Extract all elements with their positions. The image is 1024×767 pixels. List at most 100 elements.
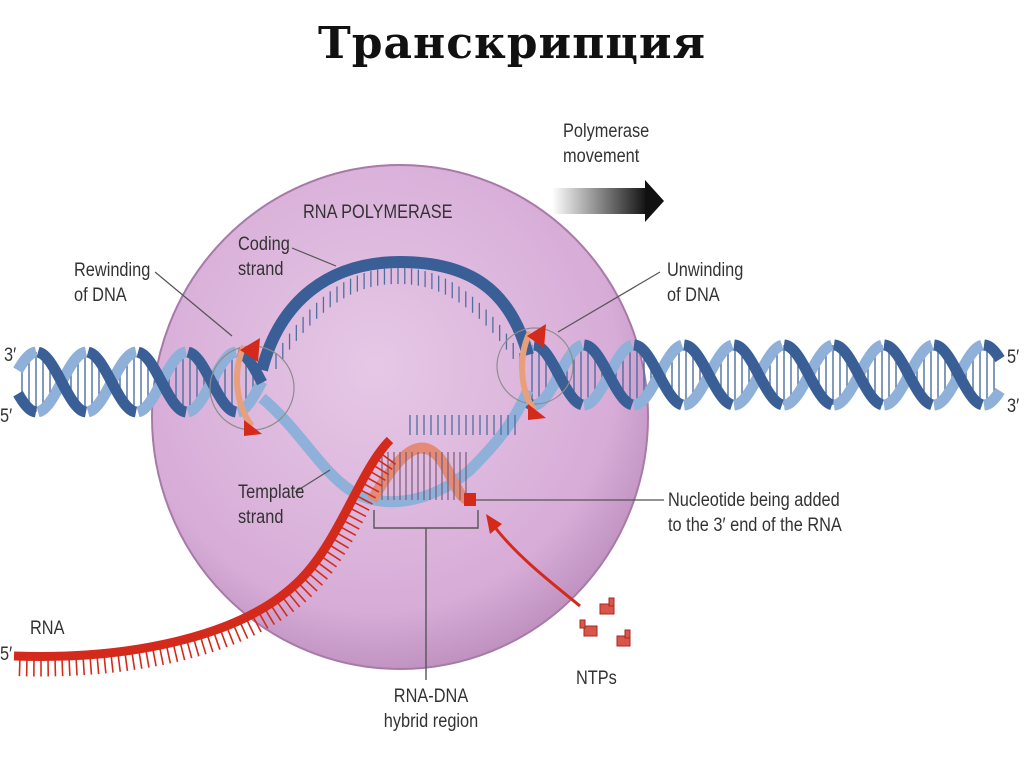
rna-base xyxy=(302,576,318,592)
leader-lines xyxy=(154,247,664,501)
rna-base xyxy=(306,571,323,586)
rna-base xyxy=(225,625,235,645)
unwinding-circle xyxy=(496,327,574,405)
rna-base xyxy=(199,634,207,655)
polymerase-movement-label: Polymerase movement xyxy=(563,121,650,167)
dna-backbone xyxy=(633,339,684,410)
unwinding-arrow-icon xyxy=(519,324,546,420)
template-strand xyxy=(258,387,534,508)
dna-backbone xyxy=(13,390,38,418)
dna-backbone xyxy=(783,339,834,410)
rna-base xyxy=(280,595,295,613)
rna-base xyxy=(375,457,393,471)
dna-end-3-right: 3′ xyxy=(1007,396,1020,417)
rna-base xyxy=(367,469,386,481)
rna-base xyxy=(165,643,172,664)
rewinding-arrow-icon xyxy=(234,338,262,436)
rna-end-5: 5′ xyxy=(0,644,13,665)
rna-base xyxy=(244,617,256,636)
rna-base xyxy=(379,451,397,465)
rna-base xyxy=(212,630,221,650)
rna-base xyxy=(238,620,249,639)
hybrid-region-bracket xyxy=(373,510,479,680)
rna-polymerase-body xyxy=(151,164,649,670)
dna-backbone xyxy=(683,339,734,410)
dna-helix-left xyxy=(13,346,267,418)
rna-base xyxy=(360,481,380,493)
rna-base xyxy=(315,560,333,574)
rna-base xyxy=(178,640,186,661)
rna-base xyxy=(291,586,307,603)
rna-base xyxy=(75,655,78,676)
rna-base xyxy=(319,554,338,568)
rna-base xyxy=(269,603,282,622)
rna-base xyxy=(251,613,262,633)
nucleotide-being-added xyxy=(464,493,476,506)
dna-backbone xyxy=(933,339,984,410)
rna-transcript xyxy=(13,436,397,677)
rna-base xyxy=(232,622,242,642)
rna-base xyxy=(347,506,367,518)
rna-base xyxy=(357,487,377,499)
dna-backbone xyxy=(983,339,1005,363)
rna-base xyxy=(286,591,301,608)
rna-base xyxy=(341,518,360,530)
rna-base xyxy=(263,607,276,626)
dna-backbone xyxy=(13,346,38,374)
rna-base xyxy=(192,636,200,657)
ntp-arrow xyxy=(486,514,581,608)
rna-base xyxy=(354,494,373,505)
dna-backbone xyxy=(883,339,934,410)
rna-base xyxy=(137,648,143,669)
rna-base xyxy=(110,652,114,673)
slide-title: Транскрипция xyxy=(317,18,707,69)
rna-base xyxy=(123,650,129,671)
dna-backbone xyxy=(86,346,138,418)
rna-base xyxy=(158,645,165,666)
rna-base xyxy=(117,651,122,672)
rna-base xyxy=(205,632,214,653)
rna-base xyxy=(68,655,71,676)
transcription-bubble xyxy=(256,255,534,508)
rna-base xyxy=(344,512,364,524)
rna-base xyxy=(257,610,269,629)
rna-base xyxy=(311,566,328,580)
rna-base xyxy=(61,656,64,677)
dna-backbone xyxy=(36,346,88,418)
rna-base xyxy=(327,543,346,556)
rna-base xyxy=(337,524,357,537)
coding-strand xyxy=(256,255,534,372)
rna-base xyxy=(364,475,383,487)
rna-base xyxy=(130,649,136,670)
rna-base xyxy=(297,581,313,598)
rna-base xyxy=(185,638,193,659)
rna-base xyxy=(18,656,21,677)
rewinding-of-dna-label: Rewinding of DNA xyxy=(74,260,151,306)
template-strand-label: Template strand xyxy=(238,482,305,528)
dna-backbone xyxy=(136,346,188,418)
coding-strand-label: Coding strand xyxy=(238,234,290,280)
unwinding-of-dna-label: Unwinding of DNA xyxy=(667,260,744,306)
dna-end-5-right: 5′ xyxy=(1007,347,1020,368)
rna-base xyxy=(96,654,100,675)
dna-end-3-left: 3′ xyxy=(4,345,17,366)
rna-base xyxy=(275,599,288,617)
polymerase-movement-arrow xyxy=(552,180,664,222)
rna-base xyxy=(371,463,390,476)
rna-base xyxy=(334,531,353,543)
dna-backbone xyxy=(833,339,884,410)
rna-base xyxy=(330,537,350,549)
rna-base xyxy=(103,653,107,674)
ntps-label: NTPs xyxy=(576,668,617,689)
nucleotide-added-label: Nucleotide being added to the 3′ end of … xyxy=(668,490,842,536)
dna-helix-right xyxy=(525,339,1005,411)
rna-base xyxy=(351,500,370,511)
rna-base xyxy=(151,646,157,667)
rna-polymerase-label: RNA POLYMERASE xyxy=(303,202,453,223)
hybrid-region-label: RNA-DNA hybrid region xyxy=(383,686,479,732)
dna-backbone xyxy=(733,339,784,410)
ntp-molecules xyxy=(579,597,631,647)
rna-base xyxy=(172,642,179,662)
